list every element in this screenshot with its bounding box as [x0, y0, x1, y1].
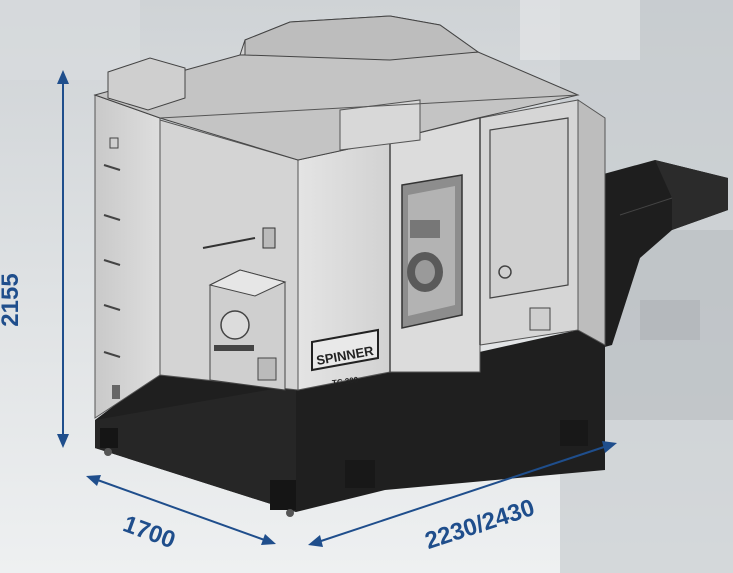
front-enclosure: [297, 99, 606, 391]
chip-conveyor: [575, 160, 728, 355]
roof: [93, 15, 580, 161]
model-label: TC 300: [332, 375, 360, 388]
height-label: 2155: [0, 273, 24, 326]
control-cabinet: [202, 227, 287, 391]
brand-plate: SPINNER TC 300: [311, 328, 379, 388]
dimension-height: 2155: [0, 70, 69, 448]
